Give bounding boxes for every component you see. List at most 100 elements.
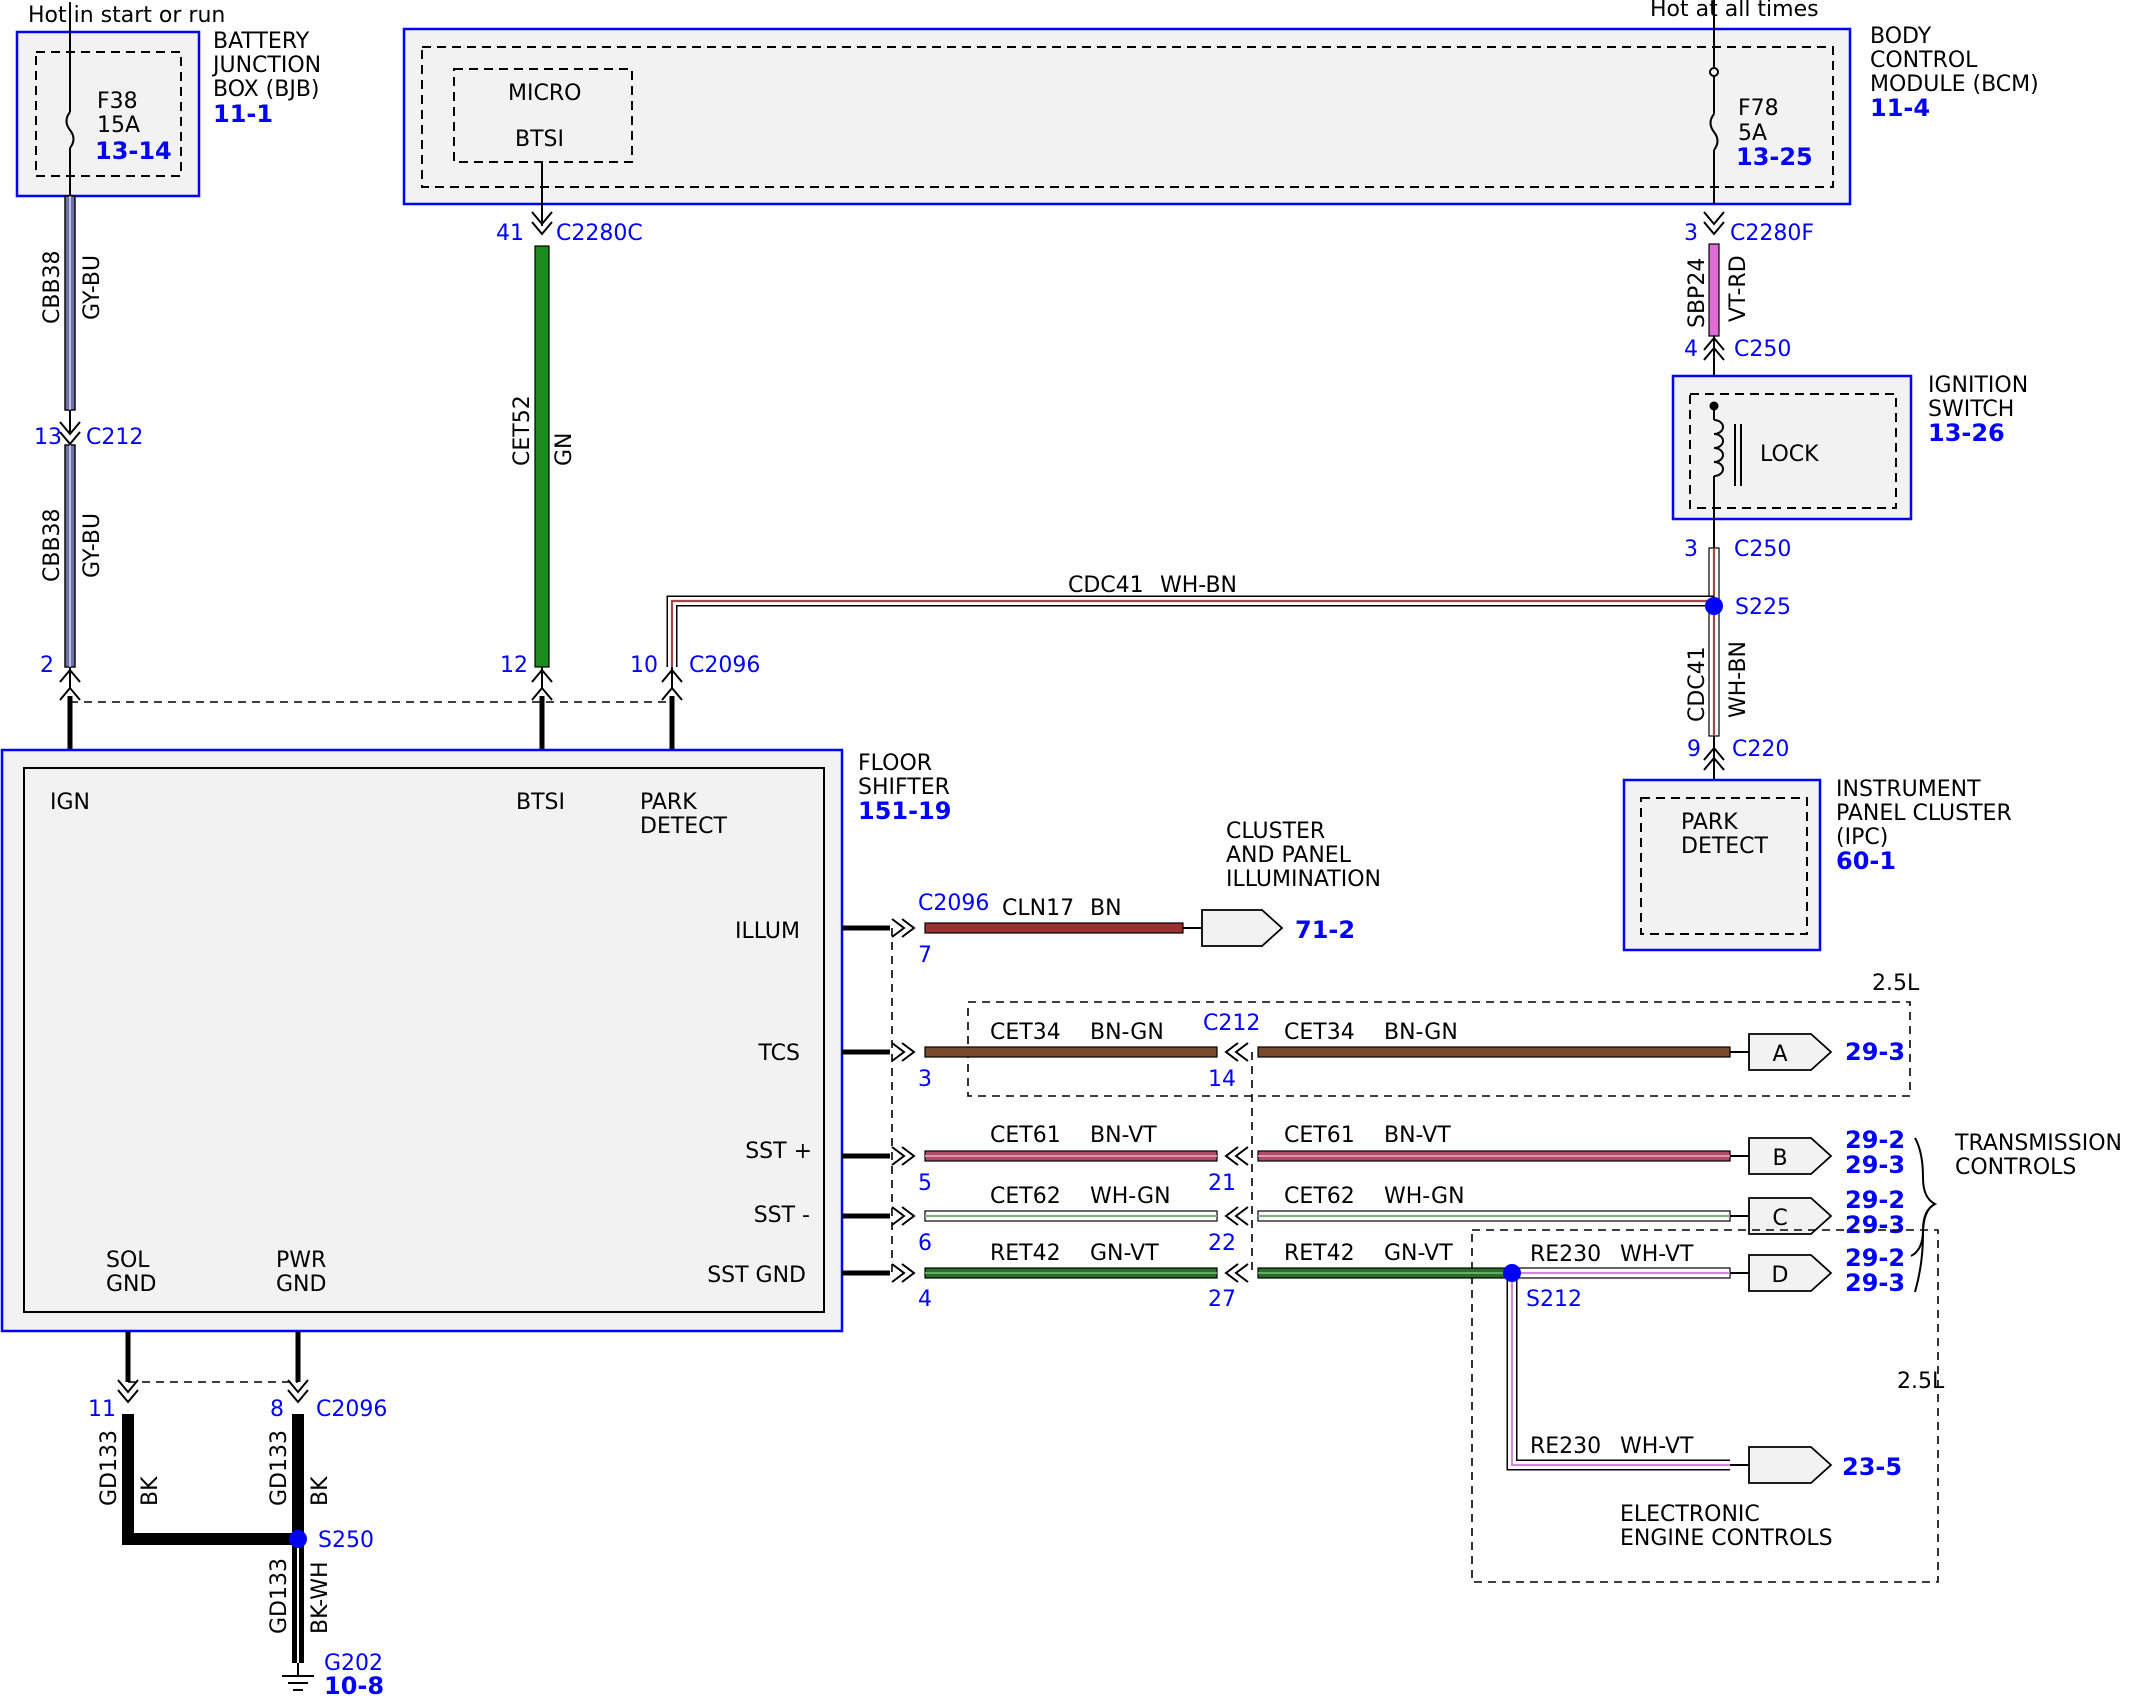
wire-sbp24-id: SBP24: [1685, 258, 1710, 328]
bcm-inner: [421, 46, 1834, 188]
wire-cbb38-id-lower: CBB38: [40, 508, 65, 582]
eec-title-line2: ENGINE CONTROLS: [1620, 1526, 1833, 1551]
wire-gd133-color-bottom: BK-WH: [308, 1561, 333, 1634]
flag-d-ref-2: 29-3: [1845, 1269, 1905, 1297]
ignition-inner: [1689, 393, 1897, 509]
bcm-title-line2: CONTROL: [1870, 48, 1978, 73]
pin-4: 4: [918, 1287, 932, 1312]
wire-ret42-id-left: RET42: [990, 1241, 1061, 1266]
fuse-f78-icon: [1709, 113, 1719, 151]
transmission-controls-group: TRANSMISSION CONTROLS: [1910, 1131, 2122, 1293]
option-2-5l-label-bottom: 2.5L: [1897, 1369, 1945, 1394]
wire-cdc41: 3 C250 CDC41 WH-BN CDC41 WH-BN S225 9 C2…: [666, 519, 1791, 800]
pin-9: 9: [1687, 737, 1701, 762]
wire-sbp24: 3 C2280F SBP24 VT-RD 4 C250: [1684, 211, 1814, 376]
pin-21: 21: [1208, 1171, 1236, 1196]
flag-c-ref-2: 29-3: [1845, 1211, 1905, 1239]
bjb-ref: 11-1: [213, 100, 273, 128]
wire-gd133-color-left: BK: [138, 1476, 163, 1506]
pin-3: 3: [918, 1067, 932, 1092]
wire-cet34-color-left: BN-GN: [1090, 1020, 1164, 1045]
wire-cet62-color-right: WH-GN: [1384, 1184, 1465, 1209]
ground-g202-label: G202: [324, 1651, 383, 1676]
connector-c220-label: C220: [1732, 737, 1789, 762]
wire-ret42-color-right: GN-VT: [1384, 1241, 1453, 1266]
splice-s250-label: S250: [318, 1528, 374, 1553]
shifter-ref: 151-19: [858, 797, 951, 825]
wire-cet61: B 29-2 29-3 CET61 BN-VT CET61 BN-VT: [924, 1123, 1905, 1179]
wire-re230: D 29-2 29-3 RE230 WH-VT 23-5 RE230 WH-VT…: [1503, 1242, 1905, 1551]
ipc-park-label-line1: PARK: [1681, 810, 1738, 835]
wire-gd133-color-right: BK: [308, 1476, 333, 1506]
bjb-title-line3: BOX (BJB): [213, 77, 320, 102]
wire-ret42-id-right: RET42: [1284, 1241, 1355, 1266]
flag-a-ref: 29-3: [1845, 1038, 1905, 1066]
flag-a-letter: A: [1772, 1042, 1787, 1067]
pin-14: 14: [1208, 1067, 1236, 1092]
wire-gd133-id-left: GD133: [97, 1430, 122, 1506]
ipc-title-line2: PANEL CLUSTER: [1836, 801, 2012, 826]
bcm-fuse-ref: 13-25: [1736, 143, 1813, 171]
shifter-inner: [23, 767, 825, 1313]
ignition-box: [1671, 374, 1913, 521]
wire-cet61-color-right: BN-VT: [1384, 1123, 1451, 1148]
pin-6: 6: [918, 1231, 932, 1256]
bjb-title-line2: JUNCTION: [211, 53, 321, 78]
ipc-box: [1622, 778, 1822, 952]
wire-sbp24-color: VT-RD: [1726, 255, 1751, 322]
pin-7: 7: [918, 943, 932, 968]
hot-at-all-times-label: Hot at all times: [1650, 0, 1819, 22]
wire-cet62: C 29-2 29-3 CET62 WH-GN CET62 WH-GN: [924, 1184, 1905, 1239]
flag-d-ref-1: 29-2: [1845, 1244, 1905, 1272]
flag-b-ref-2: 29-3: [1845, 1151, 1905, 1179]
bjb-fuse-ref: 13-14: [95, 137, 172, 165]
flag-b-ref-1: 29-2: [1845, 1126, 1905, 1154]
connector-c250-label-bottom: C250: [1734, 537, 1791, 562]
ignition-title-line1: IGNITION: [1928, 373, 2028, 398]
wire-cdc41-color-vertical: WH-BN: [1726, 641, 1751, 718]
bjb-fuse-amps: 15A: [97, 113, 140, 138]
connector-c2096-label-right: C2096: [918, 891, 989, 916]
connector-c212-mid: C212 14 21 22 27: [1203, 1011, 1260, 1312]
shifter-btsi-label: BTSI: [516, 790, 565, 815]
shifter-tcs-label: TCS: [758, 1041, 800, 1066]
illum-ref: 71-2: [1295, 916, 1355, 944]
wire-cln17: CLN17 BN 71-2 CLUSTER AND PANEL ILLUMINA…: [924, 819, 1381, 947]
flag-c: [1748, 1197, 1833, 1235]
illum-destination-flag: [1201, 909, 1284, 947]
shifter-park-label-line1: PARK: [640, 790, 697, 815]
splice-s250: [289, 1530, 307, 1548]
connector-c212-label: C212: [86, 425, 143, 450]
connector-c2096-top: 2 12 10 C2096: [40, 653, 760, 750]
bcm-title-line3: MODULE (BCM): [1870, 72, 2039, 97]
splice-s212: [1503, 1264, 1521, 1282]
connector-c212-top: 13 C212: [34, 410, 143, 450]
wire-re230-id-upper: RE230: [1530, 1242, 1601, 1267]
ignition-switch: LOCK IGNITION SWITCH 13-26: [1671, 373, 2028, 521]
shifter-park-label-line2: DETECT: [640, 814, 728, 839]
splice-s212-label: S212: [1526, 1287, 1582, 1312]
shifter-sst-plus-label: SST +: [745, 1139, 812, 1164]
bcm-box: [402, 27, 1852, 206]
flag-b: [1748, 1137, 1833, 1175]
wire-cet52-id: CET52: [510, 395, 535, 466]
pin-3-c250: 3: [1684, 537, 1698, 562]
pin-13: 13: [34, 425, 62, 450]
wire-cdc41-color-horizontal: WH-BN: [1160, 573, 1237, 598]
eec-ref: 23-5: [1842, 1453, 1902, 1481]
pin-41: 41: [496, 221, 524, 246]
flag-d-letter: D: [1772, 1263, 1789, 1288]
pin-3-c2280f: 3: [1684, 221, 1698, 246]
floor-shifter: IGN BTSI PARK DETECT ILLUM TCS SST + SST…: [0, 748, 951, 1333]
bcm-fuse-amps: 5A: [1738, 121, 1767, 146]
wire-cet34-id-right: CET34: [1284, 1020, 1355, 1045]
connector-c2280c-label: C2280C: [556, 221, 643, 246]
cluster-illum-title-line1: CLUSTER: [1226, 819, 1325, 844]
wire-re230-id-lower: RE230: [1530, 1434, 1601, 1459]
option-2-5l-label-top: 2.5L: [1872, 971, 1920, 996]
shifter-title-line1: FLOOR: [858, 751, 932, 776]
wire-cdc41-id-horizontal: CDC41: [1068, 573, 1144, 598]
pin-27: 27: [1208, 1287, 1236, 1312]
bcm-fuse-number: F78: [1738, 96, 1779, 121]
shifter-illum-label: ILLUM: [735, 919, 800, 944]
